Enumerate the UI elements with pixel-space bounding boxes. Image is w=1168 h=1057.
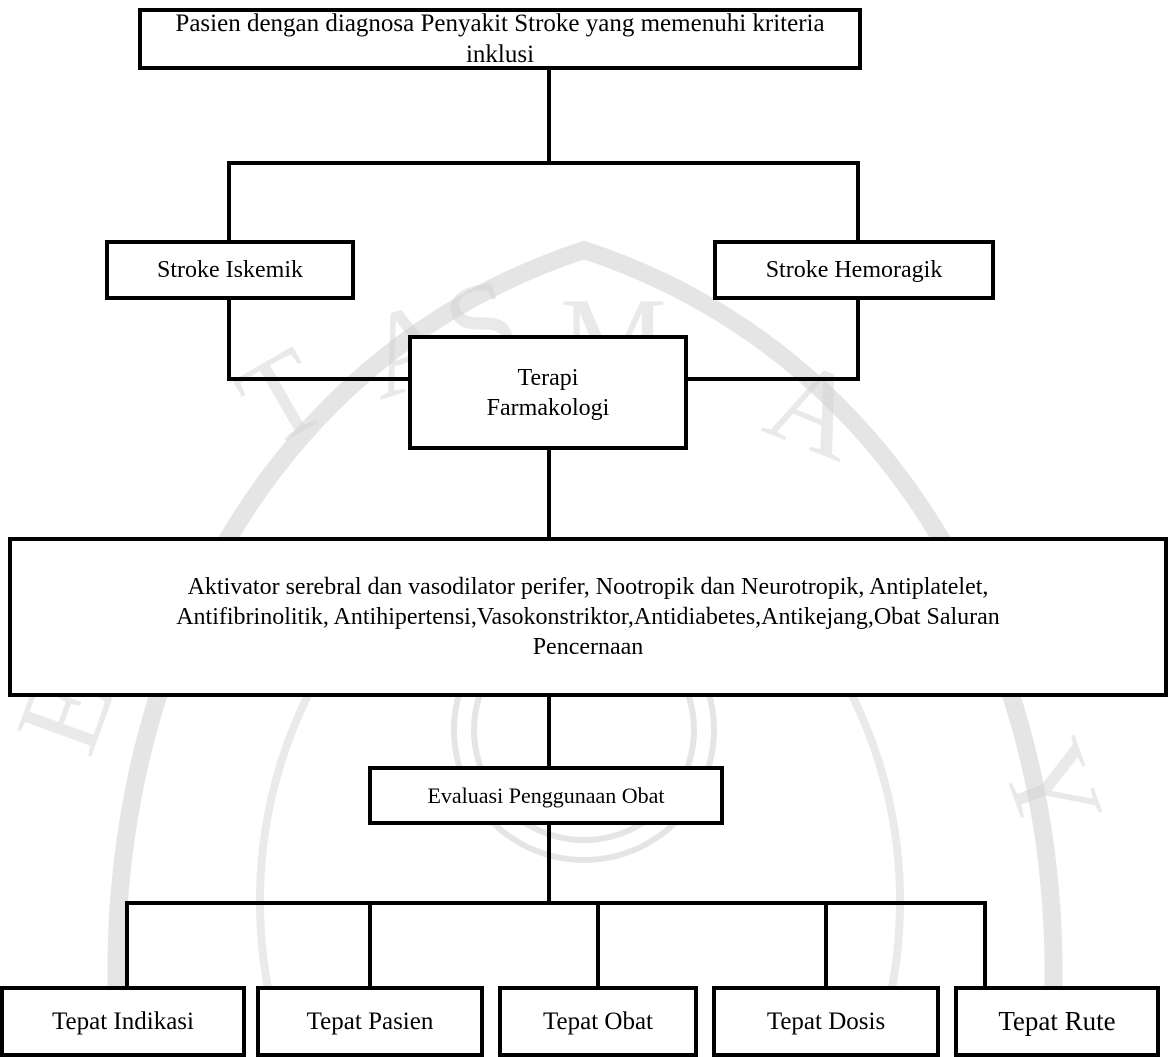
criteria-label: Tepat Indikasi <box>52 1007 194 1035</box>
stroke-iskemik-label: Stroke Iskemik <box>157 257 303 283</box>
evaluation-node: Evaluasi Penggunaan Obat <box>368 766 724 825</box>
therapy-label-line1: Terapi <box>517 364 579 391</box>
criteria-tepat-dosis: Tepat Dosis <box>712 986 940 1057</box>
criteria-tepat-pasien: Tepat Pasien <box>256 986 484 1057</box>
criteria-tepat-rute: Tepat Rute <box>954 986 1160 1057</box>
root-label: Pasien dengan diagnosa Penyakit Stroke y… <box>175 9 825 68</box>
criteria-label: Tepat Obat <box>542 1007 653 1035</box>
root-node: Pasien dengan diagnosa Penyakit Stroke y… <box>138 8 862 70</box>
criteria-tepat-indikasi: Tepat Indikasi <box>0 986 246 1057</box>
therapy-node: Terapi Farmakologi <box>408 335 688 450</box>
drug-classes-line1: Aktivator serebral dan vasodilator perif… <box>187 574 989 600</box>
criteria-label: Tepat Dosis <box>766 1007 886 1035</box>
drug-classes-line3: Pencernaan <box>532 634 644 660</box>
stroke-hemoragik-label: Stroke Hemoragik <box>765 257 943 283</box>
criteria-tepat-obat: Tepat Obat <box>498 986 698 1057</box>
stroke-iskemik-node: Stroke Iskemik <box>105 240 355 300</box>
therapy-label-line2: Farmakologi <box>486 394 610 421</box>
evaluation-label: Evaluasi Penggunaan Obat <box>427 782 665 808</box>
stroke-hemoragik-node: Stroke Hemoragik <box>713 240 995 300</box>
criteria-label: Tepat Pasien <box>306 1007 434 1035</box>
drug-classes-line2: Antifibrinolitik, Antihipertensi,Vasokon… <box>176 604 1000 630</box>
drug-classes-node: Aktivator serebral dan vasodilator perif… <box>8 537 1168 697</box>
criteria-label: Tepat Rute <box>998 1005 1116 1036</box>
